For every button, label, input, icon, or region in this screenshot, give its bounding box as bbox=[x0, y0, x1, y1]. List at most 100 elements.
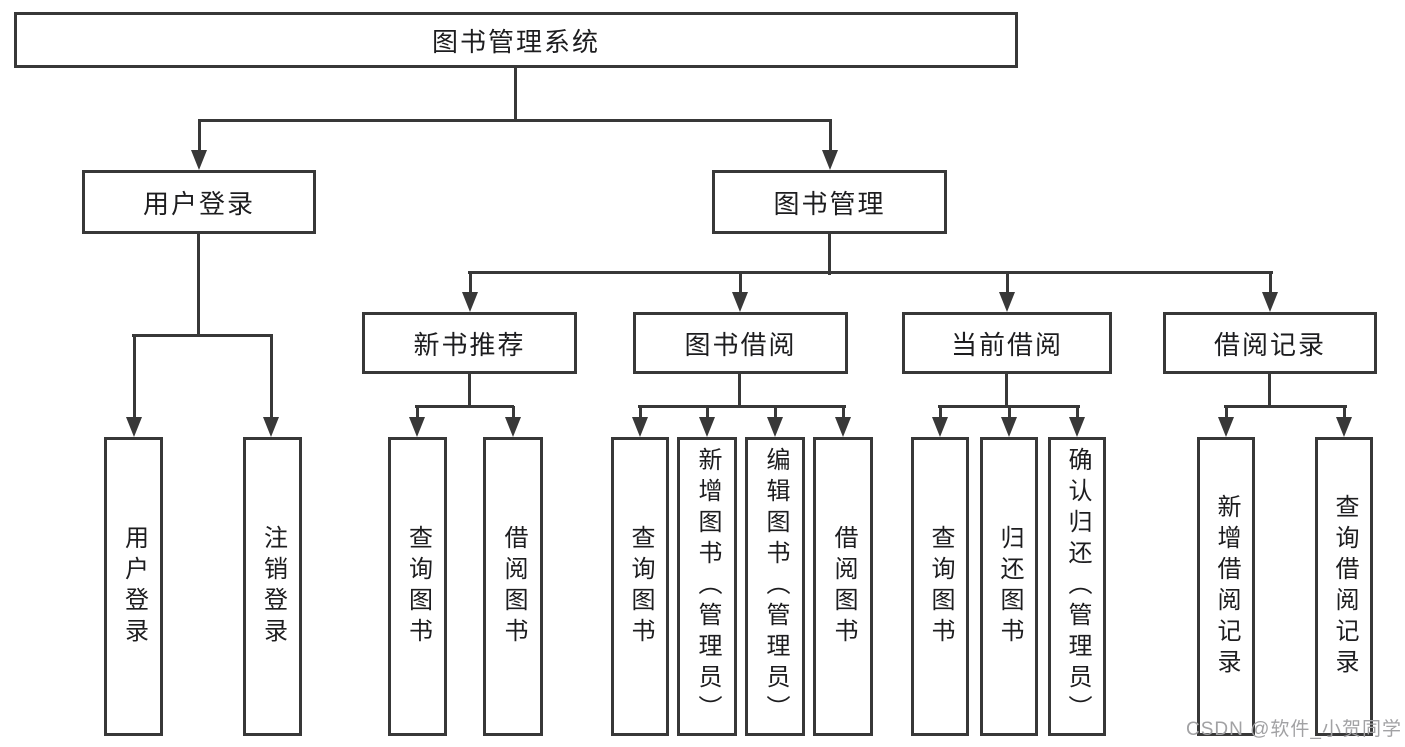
connector-root-stem bbox=[514, 68, 517, 122]
connector-arrow-borrow-books-1 bbox=[505, 406, 521, 437]
connector-new-book-recommend-stem bbox=[468, 374, 471, 408]
arrow-shaft bbox=[1007, 406, 1011, 425]
node-user-login: 用户登录 bbox=[82, 170, 316, 234]
node-new-book-recommend: 新书推荐 bbox=[362, 312, 577, 374]
leaf-user-login: 用户登录 bbox=[104, 437, 163, 736]
leaf-add-borrow-record: 新增借阅记录 bbox=[1197, 437, 1255, 736]
node-root: 图书管理系统 bbox=[14, 12, 1018, 68]
arrowhead-icon bbox=[767, 417, 783, 437]
node-root-label: 图书管理系统 bbox=[431, 26, 600, 57]
leaf-borrow-books-2: 借阅图书 bbox=[813, 437, 873, 736]
connector-book-borrowing-bus bbox=[638, 405, 846, 408]
connector-current-borrowing-stem bbox=[1005, 374, 1008, 408]
arrow-shaft bbox=[738, 272, 742, 300]
arrowhead-icon bbox=[932, 417, 948, 437]
connector-borrowing-records-stem bbox=[1268, 374, 1271, 408]
node-book-borrowing-label: 图书借阅 bbox=[684, 329, 797, 360]
arrowhead-icon bbox=[1001, 417, 1017, 437]
arrowhead-icon bbox=[126, 417, 142, 437]
leaf-borrow-books-1-label: 借阅图书 bbox=[500, 524, 527, 649]
connector-arrow-leaf-logout bbox=[263, 335, 279, 437]
arrow-shaft bbox=[841, 406, 845, 425]
arrow-shaft bbox=[197, 120, 201, 158]
leaf-query-books-1-label: 查询图书 bbox=[404, 524, 432, 649]
arrowhead-icon bbox=[835, 417, 851, 437]
leaf-borrow-books-2-label: 借阅图书 bbox=[830, 524, 857, 649]
node-current-borrowing: 当前借阅 bbox=[902, 312, 1112, 374]
leaf-query-books-2: 查询图书 bbox=[611, 437, 669, 736]
arrowhead-icon bbox=[1069, 417, 1085, 437]
leaf-add-book-admin-label: 新增图书（管理员） bbox=[694, 447, 721, 726]
arrow-shaft bbox=[1268, 272, 1272, 300]
arrowhead-icon bbox=[699, 417, 715, 437]
connector-level3-bus bbox=[468, 271, 1273, 274]
connector-arrow-user-login bbox=[191, 120, 207, 170]
connector-arrow-confirm-return-admin bbox=[1069, 406, 1085, 437]
connector-arrow-book-borrowing bbox=[732, 272, 748, 312]
connector-arrow-new-book-recommend bbox=[462, 272, 478, 312]
connector-arrow-borrow-books-2 bbox=[835, 406, 851, 437]
connector-borrowing-records-bus bbox=[1224, 405, 1347, 408]
connector-arrow-query-books-1 bbox=[409, 406, 425, 437]
connector-new-book-recommend-bus bbox=[415, 405, 514, 408]
arrowhead-icon bbox=[409, 417, 425, 437]
node-current-borrowing-label: 当前借阅 bbox=[950, 329, 1063, 360]
arrow-shaft bbox=[705, 406, 709, 425]
leaf-query-borrow-record: 查询借阅记录 bbox=[1315, 437, 1373, 736]
arrowhead-icon bbox=[632, 417, 648, 437]
arrowhead-icon bbox=[263, 417, 279, 437]
arrow-shaft bbox=[468, 272, 472, 300]
leaf-edit-book-admin: 编辑图书（管理员） bbox=[745, 437, 805, 736]
csdn-watermark: CSDN @软件_小贺同学 bbox=[1186, 719, 1402, 740]
arrow-shaft bbox=[1224, 406, 1228, 425]
leaf-edit-book-admin-label: 编辑图书（管理员） bbox=[762, 447, 789, 726]
arrowhead-icon bbox=[191, 150, 207, 170]
arrow-shaft bbox=[415, 406, 419, 425]
leaf-query-books-2-label: 查询图书 bbox=[627, 524, 654, 649]
connector-arrow-query-books-3 bbox=[932, 406, 948, 437]
arrowhead-icon bbox=[822, 150, 838, 170]
node-new-book-recommend-label: 新书推荐 bbox=[413, 329, 526, 360]
connector-arrow-leaf-user-login bbox=[126, 335, 142, 437]
leaf-query-books-1: 查询图书 bbox=[388, 437, 447, 736]
connector-book-management-stem bbox=[828, 234, 831, 275]
connector-user-login-stem bbox=[197, 234, 200, 337]
leaf-confirm-return-admin-label: 确认归还（管理员） bbox=[1064, 447, 1091, 726]
node-borrowing-records: 借阅记录 bbox=[1163, 312, 1377, 374]
connector-arrow-query-books-2 bbox=[632, 406, 648, 437]
arrow-shaft bbox=[1075, 406, 1079, 425]
leaf-user-login-label: 用户登录 bbox=[120, 524, 148, 649]
connector-arrow-current-borrowing bbox=[999, 272, 1015, 312]
node-borrowing-records-label: 借阅记录 bbox=[1213, 329, 1326, 360]
connector-arrow-add-book-admin bbox=[699, 406, 715, 437]
arrowhead-icon bbox=[462, 292, 478, 312]
arrow-shaft bbox=[1342, 406, 1346, 425]
leaf-return-books-label: 归还图书 bbox=[996, 524, 1023, 649]
node-book-management: 图书管理 bbox=[712, 170, 947, 234]
arrow-shaft bbox=[938, 406, 942, 425]
leaf-borrow-books-1: 借阅图书 bbox=[483, 437, 543, 736]
connector-arrow-add-borrow-record bbox=[1218, 406, 1234, 437]
leaf-query-books-3: 查询图书 bbox=[911, 437, 969, 736]
leaf-confirm-return-admin: 确认归还（管理员） bbox=[1048, 437, 1106, 736]
connector-user-login-bus bbox=[132, 334, 273, 337]
arrowhead-icon bbox=[999, 292, 1015, 312]
connector-arrow-book-management bbox=[822, 120, 838, 170]
node-user-login-label: 用户登录 bbox=[142, 188, 255, 219]
leaf-logout-label: 注销登录 bbox=[259, 524, 287, 649]
arrow-shaft bbox=[132, 335, 136, 425]
leaf-add-borrow-record-label: 新增借阅记录 bbox=[1213, 493, 1240, 680]
arrow-shaft bbox=[638, 406, 642, 425]
node-book-management-label: 图书管理 bbox=[773, 188, 886, 219]
leaf-add-book-admin: 新增图书（管理员） bbox=[677, 437, 737, 736]
node-book-borrowing: 图书借阅 bbox=[633, 312, 848, 374]
connector-level2-bus bbox=[198, 119, 832, 122]
connector-arrow-edit-book-admin bbox=[767, 406, 783, 437]
connector-arrow-borrowing-records bbox=[1262, 272, 1278, 312]
arrow-shaft bbox=[828, 120, 832, 158]
arrowhead-icon bbox=[505, 417, 521, 437]
leaf-query-borrow-record-label: 查询借阅记录 bbox=[1331, 493, 1358, 680]
arrow-shaft bbox=[1005, 272, 1009, 300]
arrow-shaft bbox=[773, 406, 777, 425]
